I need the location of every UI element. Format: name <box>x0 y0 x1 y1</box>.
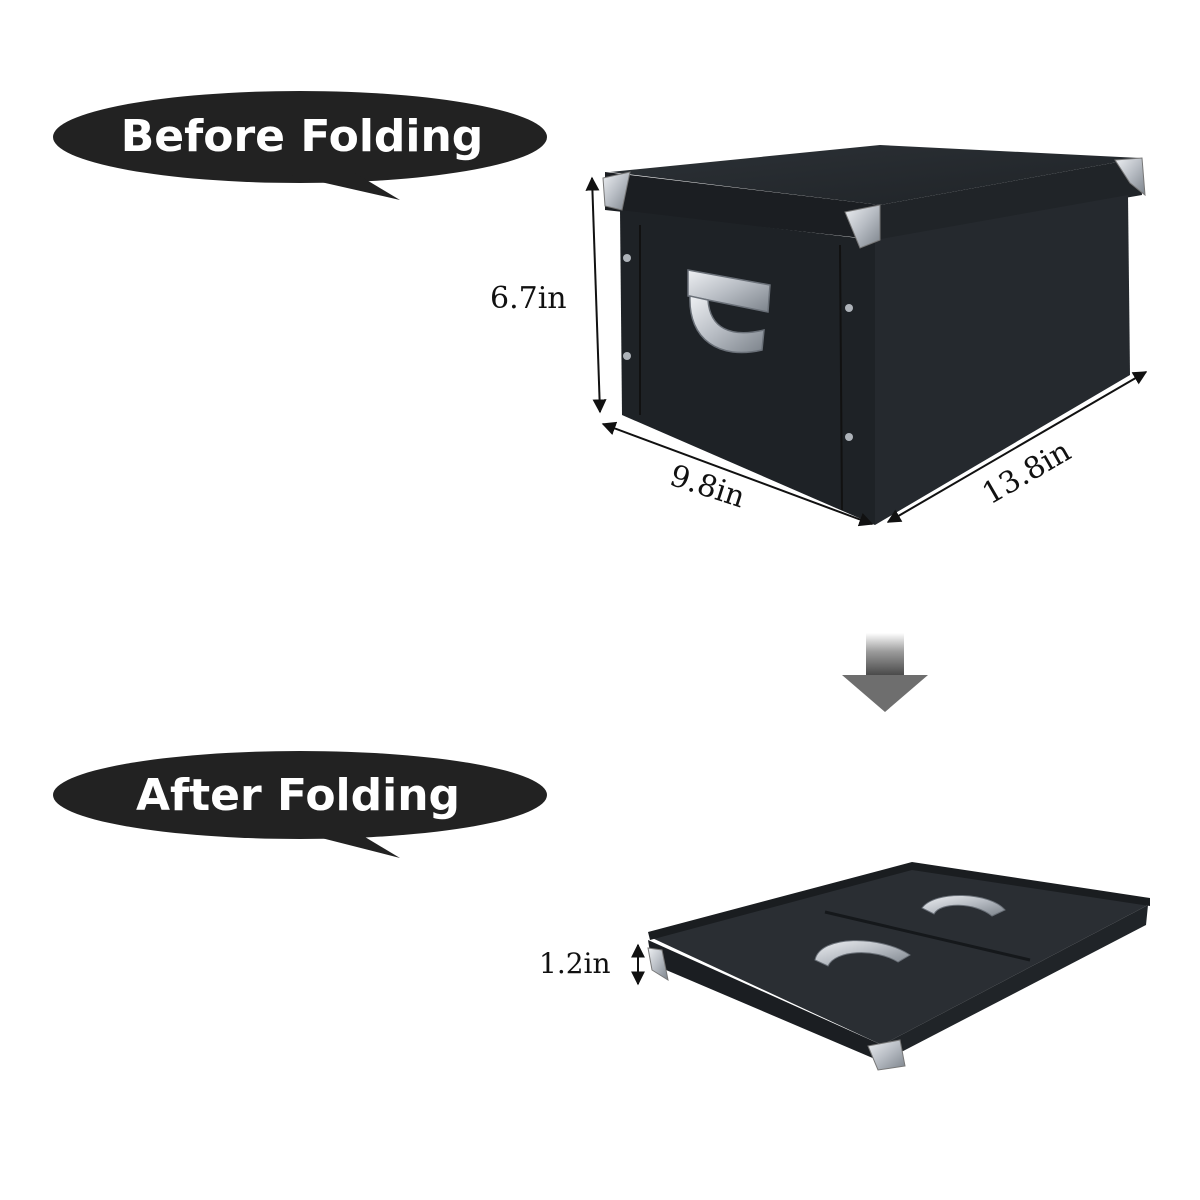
height-dimension: 6.7in <box>490 281 567 316</box>
folded-handle-icon <box>814 894 1006 967</box>
folded-corner-guard-icon <box>647 947 906 1071</box>
dimension-lines-assembled <box>585 176 1148 527</box>
before-folding-label: Before Folding <box>121 111 484 162</box>
box-handle-icon <box>687 269 771 354</box>
corner-guard-icon <box>602 157 1146 249</box>
folded-box <box>647 862 1150 1071</box>
folded-height-dimension: 1.2in <box>539 947 611 980</box>
down-arrow-icon <box>842 633 928 712</box>
width-dimension: 9.8in <box>666 458 750 515</box>
after-folding-bubble: After Folding <box>53 751 547 858</box>
after-folding-label: After Folding <box>136 770 460 821</box>
before-folding-bubble: Before Folding <box>53 91 547 200</box>
